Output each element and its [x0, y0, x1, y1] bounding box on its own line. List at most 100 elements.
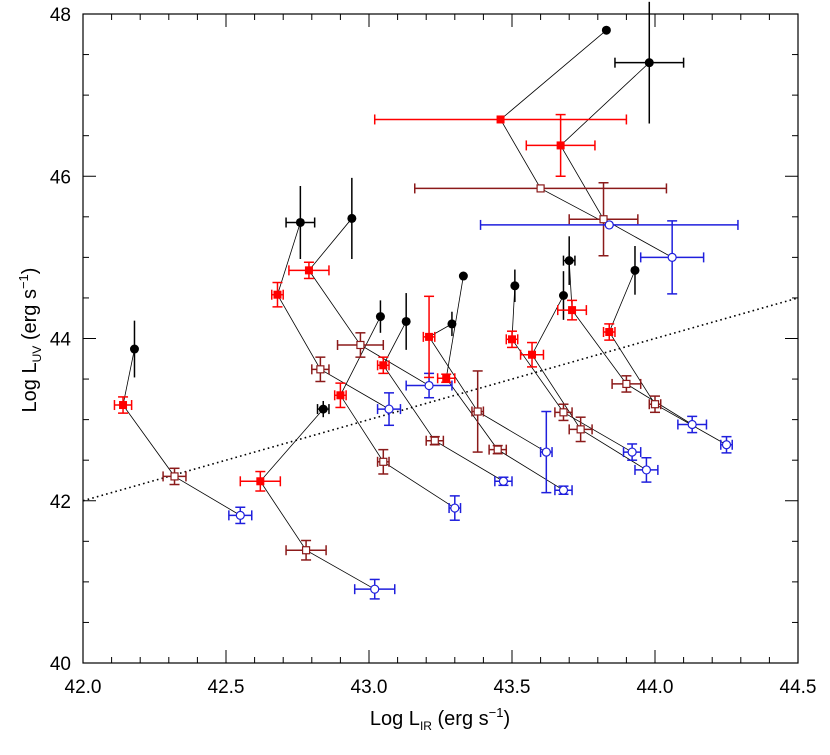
data-point: [562, 236, 576, 285]
x-axis-unit-close: ): [503, 708, 510, 730]
track-line: [531, 295, 647, 471]
track-line: [308, 218, 430, 386]
x-axis-sub: IR: [420, 719, 432, 733]
data-point: [422, 295, 436, 379]
data-point: [333, 382, 347, 409]
data-point: [568, 416, 593, 443]
data-point: [494, 476, 513, 487]
data-point: [401, 293, 411, 350]
y-tick-label: 46: [50, 167, 71, 188]
track-line: [568, 260, 693, 425]
data-point: [630, 246, 640, 295]
data-point: [557, 299, 588, 321]
data-point: [720, 435, 733, 454]
data-point: [614, 1, 685, 124]
x-axis-main: Log L: [370, 708, 420, 730]
data-point: [353, 578, 396, 600]
marker-square: [528, 350, 537, 359]
data-point: [373, 114, 628, 125]
track-line: [382, 321, 504, 482]
data-point: [505, 330, 519, 349]
data-point: [558, 271, 568, 320]
marker-square: [304, 266, 313, 275]
marker-open-square: [170, 472, 179, 481]
marker-open-square: [473, 407, 482, 416]
marker-dot: [347, 213, 357, 223]
data-point: [639, 220, 705, 295]
marker-open-square: [356, 340, 365, 350]
data-point: [376, 392, 402, 427]
marker-dot: [295, 217, 305, 227]
reference-line: [82, 297, 799, 502]
marker-open-square: [430, 436, 439, 445]
y-axis-title: Log LUV (erg s−1): [16, 268, 44, 413]
marker-open-circle: [721, 440, 732, 450]
data-point: [554, 485, 573, 496]
marker-open-square: [559, 408, 568, 417]
marker-square: [508, 335, 516, 344]
plot-frame: [82, 13, 799, 664]
data-point: [648, 395, 662, 414]
data-point: [288, 261, 330, 280]
marker-dot: [644, 58, 654, 68]
data-point: [425, 435, 445, 446]
marker-open-square: [622, 379, 631, 389]
data-point: [271, 281, 284, 308]
y-tick-label: 42: [50, 492, 71, 513]
data-point: [601, 25, 611, 35]
y-axis-sub: UV: [30, 346, 44, 363]
x-axis-title: Log LIR (erg s−1): [370, 705, 510, 733]
y-tick-label: 48: [50, 5, 71, 26]
track-line: [277, 222, 390, 410]
data-point: [436, 373, 456, 384]
marker-open-square: [536, 184, 545, 193]
marker-open-circle: [641, 465, 652, 475]
y-tick-label: 40: [50, 654, 71, 675]
marker-open-square: [650, 400, 660, 409]
data-point: [471, 370, 485, 453]
x-tick-label: 43.0: [351, 677, 388, 698]
data-point: [554, 403, 573, 422]
data-point: [568, 181, 639, 257]
x-axis-unit: (erg s: [432, 708, 489, 730]
marker-open-circle: [627, 447, 637, 457]
data-point: [285, 539, 327, 561]
x-tick-label: 44.0: [637, 677, 674, 698]
marker-square: [496, 115, 505, 124]
data-point: [525, 113, 596, 177]
data-point: [510, 269, 520, 302]
marker-dot: [564, 256, 574, 266]
data-point: [448, 495, 462, 521]
data-point: [311, 356, 330, 383]
y-axis-unit-exp: −1: [16, 274, 31, 289]
marker-dot: [318, 404, 328, 414]
x-tick-label: 42.0: [65, 677, 102, 698]
data-point: [479, 219, 739, 230]
marker-open-square: [493, 445, 502, 454]
x-tick-label: 43.5: [494, 677, 531, 698]
marker-open-circle: [604, 220, 614, 230]
track-line: [122, 348, 241, 516]
marker-open-square: [379, 457, 388, 466]
data-point: [228, 506, 253, 525]
data-point: [539, 410, 553, 494]
marker-open-circle: [558, 485, 569, 495]
data-tracks: [113, 1, 739, 600]
marker-dot: [630, 265, 640, 275]
track-line: [560, 62, 673, 258]
data-point: [519, 341, 545, 368]
data-point: [375, 300, 385, 333]
marker-square: [568, 306, 577, 315]
data-point: [611, 375, 642, 393]
marker-open-circle: [384, 404, 394, 414]
data-point: [285, 185, 316, 259]
data-point: [162, 467, 187, 486]
marker-open-circle: [424, 380, 434, 391]
marker-open-square: [599, 215, 608, 224]
marker-open-square: [301, 546, 311, 555]
tick-marks: [82, 13, 799, 664]
marker-open-circle: [370, 584, 380, 594]
marker-open-square: [576, 425, 585, 434]
data-point: [316, 400, 330, 418]
